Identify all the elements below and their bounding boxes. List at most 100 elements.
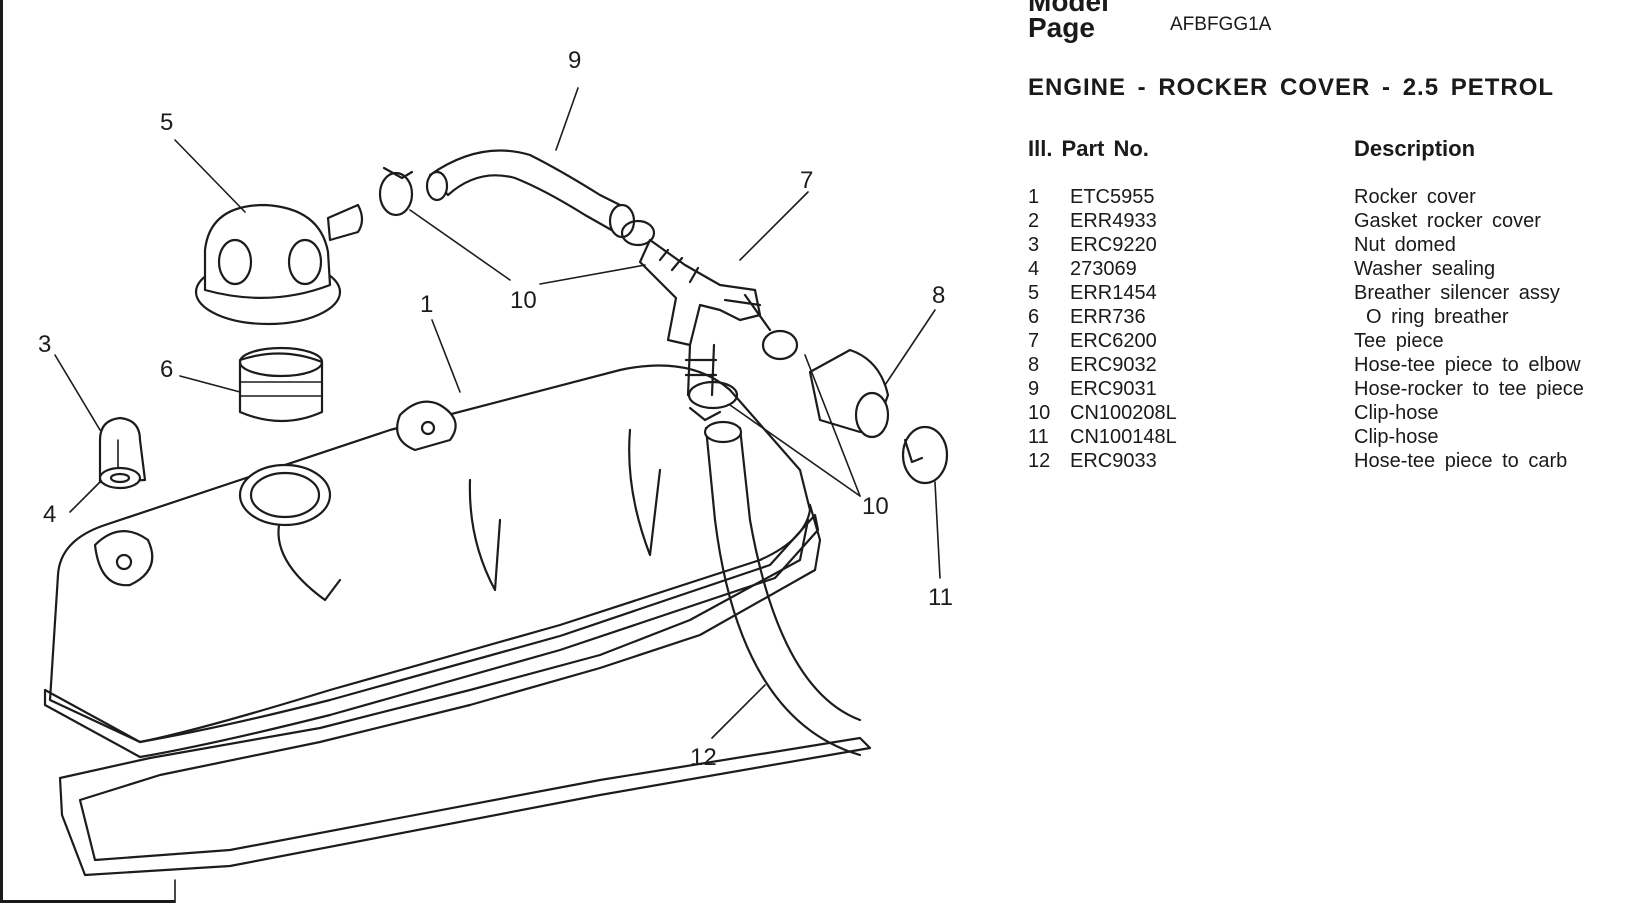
- stud-boss: [93, 530, 154, 587]
- leader-line-10b: [804, 354, 861, 497]
- tee-piece-body: [638, 238, 762, 347]
- rocker-cover-body: [48, 364, 812, 744]
- leader-line-8: [884, 309, 936, 386]
- callout-9: 9: [568, 47, 581, 74]
- stud-boss: [396, 400, 457, 452]
- hose-clip-tab: [382, 166, 414, 180]
- ill-number: 9: [1028, 378, 1040, 400]
- parts-row: 7 ERC6200 Tee piece: [1028, 330, 1648, 354]
- ill-number: 8: [1028, 354, 1040, 376]
- part-number: ERR1454: [1070, 282, 1157, 304]
- column-header-description: Description: [1354, 136, 1476, 161]
- column-header-ill-part-no: Ill. Part No.: [1028, 136, 1149, 161]
- oil-filler-neck: [238, 463, 332, 527]
- ill-number: 2: [1028, 210, 1040, 232]
- tee-piece-branch: [723, 293, 772, 332]
- leader-line-11: [934, 481, 941, 579]
- breather-lobe: [287, 238, 323, 286]
- page-code: AFBFGG1A: [1170, 14, 1272, 35]
- callout-5: 5: [160, 109, 173, 136]
- part-description: Hose-tee piece to carb: [1354, 450, 1568, 472]
- frame-bottom-border: [0, 900, 175, 903]
- callout-8: 8: [932, 282, 945, 309]
- part-description: Gasket rocker cover: [1354, 210, 1541, 232]
- stud-hole: [115, 553, 133, 571]
- part-description: O ring breather: [1366, 306, 1509, 328]
- part-description: Washer sealing: [1354, 258, 1496, 280]
- callout-1: 1: [420, 291, 433, 318]
- parts-list-panel: Model Page AFBFGG1A ENGINE - ROCKER COVE…: [1028, 0, 1648, 520]
- callout-7: 7: [800, 167, 813, 194]
- hose-clip-tab: [903, 438, 924, 464]
- ill-number: 1: [1028, 186, 1040, 208]
- model-label: Model: [1028, 0, 1109, 17]
- part-number: 273069: [1070, 258, 1137, 280]
- tee-piece-stem: [686, 343, 716, 397]
- exploded-parts-diagram: 1 3 4 5 6 7 8 9 10 10 11 12: [38, 47, 953, 903]
- section-title: ENGINE - ROCKER COVER - 2.5 PETROL: [1028, 74, 1555, 101]
- hose-end: [854, 391, 890, 439]
- rocker-cover-rib: [468, 478, 502, 592]
- o-ring-top: [238, 346, 324, 378]
- leader-line-4: [69, 481, 101, 513]
- rocker-cover-flange: [43, 513, 820, 759]
- part-number: ERC6200: [1070, 330, 1157, 352]
- callout-11: 11: [928, 584, 953, 611]
- breather-outlet: [326, 203, 364, 242]
- leader-line-10a: [409, 209, 511, 281]
- parts-row: 9 ERC9031 Hose-rocker to tee piece: [1028, 378, 1648, 402]
- part-description: Hose-tee piece to elbow: [1354, 354, 1581, 376]
- page-label: Page: [1028, 12, 1095, 43]
- leader-line-1: [431, 319, 461, 393]
- hose-end: [425, 170, 449, 202]
- hose-clip: [687, 380, 739, 410]
- leader-line-5: [174, 139, 246, 213]
- hose-clip: [761, 329, 799, 361]
- part-number: ETC5955: [1070, 186, 1155, 208]
- frame-left-border: [0, 0, 3, 903]
- hose-tee-to-carb: [738, 426, 862, 722]
- leader-line-10b: [729, 404, 861, 497]
- hose-clip-tab: [688, 406, 722, 422]
- domed-nut: [98, 416, 147, 484]
- ill-number: 5: [1028, 282, 1040, 304]
- breather-dome: [203, 203, 332, 299]
- part-number: CN100148L: [1070, 426, 1177, 448]
- part-number: ERC9031: [1070, 378, 1157, 400]
- ill-number: 6: [1028, 306, 1040, 328]
- sealing-washer-hole: [109, 472, 131, 484]
- part-description: Breather silencer assy: [1354, 282, 1560, 304]
- parts-row: 5 ERR1454 Breather silencer assy: [1028, 282, 1648, 306]
- leader-line-12: [711, 684, 766, 739]
- part-description: Hose-rocker to tee piece: [1354, 378, 1584, 400]
- leader-line-10a: [539, 264, 646, 285]
- part-number: ERC9220: [1070, 234, 1157, 256]
- parts-row: 6 ERR736 O ring breather: [1028, 306, 1648, 330]
- stud-hole: [420, 420, 436, 436]
- callout-10a: 10: [510, 287, 537, 314]
- hose-rocker-to-tee: [428, 149, 632, 234]
- hose-clip: [378, 171, 414, 217]
- hose-clip: [901, 425, 949, 485]
- tee-piece-barb: [658, 248, 700, 284]
- tee-piece-barb: [684, 358, 718, 377]
- ill-number: 10: [1028, 402, 1051, 424]
- ill-number: 7: [1028, 330, 1040, 352]
- part-description: Clip-hose: [1354, 426, 1439, 448]
- part-number: ERR736: [1070, 306, 1146, 328]
- callout-6: 6: [160, 356, 173, 383]
- leader-line-7: [739, 191, 809, 261]
- callout-4: 4: [43, 501, 56, 528]
- part-description: Tee piece: [1354, 330, 1444, 352]
- callout-3: 3: [38, 331, 51, 358]
- hose-end: [703, 420, 743, 444]
